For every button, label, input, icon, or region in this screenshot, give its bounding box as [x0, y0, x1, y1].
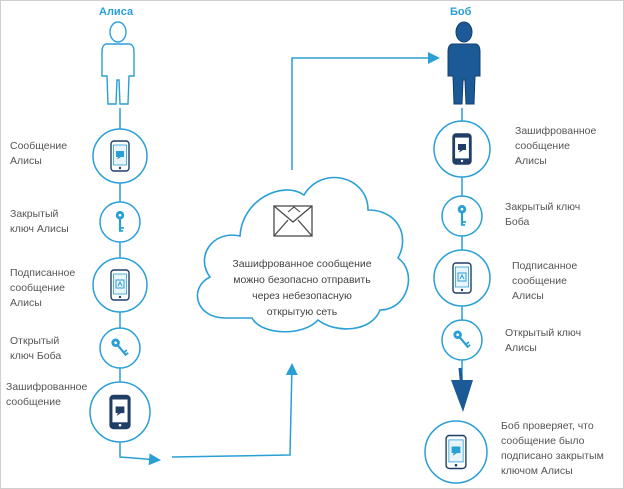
network-cloud [196, 176, 410, 333]
alice-step-4-node [99, 327, 141, 369]
alice-to-network-arrow [119, 440, 161, 466]
network-up-arrow [171, 363, 298, 458]
alice-step-3-node [92, 257, 148, 313]
key-icon [453, 330, 471, 349]
bob-step-3-node [433, 249, 491, 307]
bob-person-icon [447, 21, 481, 105]
bob-step-1-node [433, 120, 491, 178]
phone-verified-icon [445, 434, 467, 470]
envelope-icon [273, 205, 313, 237]
phone-message-icon [110, 140, 130, 172]
alice-step-2-node [99, 201, 141, 243]
bob-step-2-node [441, 195, 483, 237]
phone-signed-icon [452, 262, 472, 294]
network-to-bob-arrow [291, 52, 440, 170]
phone-encrypted-icon [109, 394, 131, 430]
alice-step-5-node [89, 381, 151, 443]
bob-verify-arrow [451, 367, 473, 412]
key-icon [115, 210, 125, 232]
phone-signed-icon [110, 269, 130, 301]
bob-name: Боб [450, 6, 472, 18]
phone-encrypted-icon [452, 133, 472, 165]
bob-step-4-node [441, 319, 483, 361]
key-icon [111, 338, 129, 357]
bob-step-5-node [424, 420, 488, 484]
key-icon [457, 204, 467, 226]
alice-person-icon [101, 21, 135, 105]
alice-step-1-node [92, 128, 148, 184]
alice-name: Алиса [99, 6, 134, 18]
